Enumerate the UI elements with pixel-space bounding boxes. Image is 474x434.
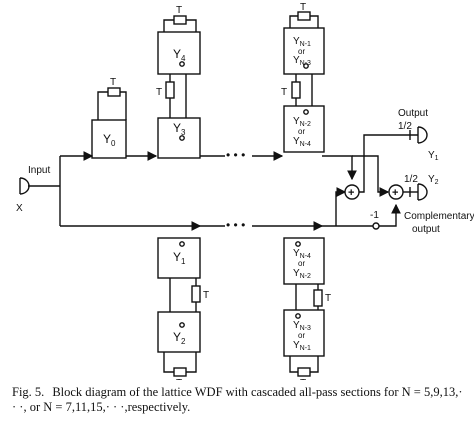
x-label: X — [16, 203, 23, 214]
y0-delay-label: T — [110, 77, 116, 88]
yn2-port — [303, 109, 309, 115]
yn3-port — [295, 313, 301, 319]
input-label: Input — [28, 165, 50, 176]
yn1-feedback — [289, 15, 319, 28]
block-y2 — [157, 311, 201, 353]
block-yn1 — [283, 27, 325, 75]
minus-one-label: -1 — [370, 210, 379, 221]
block-yn2 — [283, 105, 325, 153]
yn3-delay-label: T — [300, 378, 306, 380]
y2-output-label: Y2 — [428, 174, 439, 186]
y2-delay-label: T — [176, 378, 182, 380]
comp-output-label-1: Complementary — [404, 211, 474, 222]
output-terminal-y2 — [417, 183, 428, 201]
yn2-label-line1: YN-2 — [293, 116, 311, 128]
y3-label: Y3 — [173, 121, 186, 137]
adder1-to-output — [359, 134, 418, 193]
upper-dots: • • • — [226, 148, 245, 162]
y3-y4-delay — [165, 81, 175, 99]
y2-label: Y2 — [173, 330, 186, 346]
y2-port — [179, 322, 185, 328]
yn3-label-line2: YN-1 — [293, 340, 311, 352]
yn4-label-or: or — [298, 259, 305, 268]
yn1-label-or: or — [298, 47, 305, 56]
inverter-node — [372, 222, 380, 230]
block-y4 — [157, 31, 201, 75]
block-yn3 — [283, 309, 325, 357]
yn3-feedback — [289, 356, 319, 373]
lattice-wdf-block-diagram: • • • • • • T T T T T T T T T Y0 Y4 Y3 Y… — [16, 2, 474, 380]
yn1-delay-label: T — [300, 2, 306, 13]
block-y1 — [157, 237, 201, 279]
y4-feedback — [163, 19, 197, 32]
y2-delay — [173, 367, 187, 377]
y4-label: Y4 — [173, 47, 186, 63]
yn2-label-line2: YN-4 — [293, 136, 311, 148]
yn2-label-or: or — [298, 127, 305, 136]
figure-caption-text: Block diagram of the lattice WDF with ca… — [12, 385, 463, 414]
adder-2-plus: + — [392, 187, 398, 199]
inverter-to-adder2 — [379, 203, 401, 227]
y3-y4-delay-label: T — [156, 87, 162, 98]
yn3-label-line1: YN-3 — [293, 320, 311, 332]
yn4-label-line1: YN-4 — [293, 248, 311, 260]
y3-port — [179, 135, 185, 141]
y0-delay — [107, 87, 121, 97]
adder-1-plus: + — [348, 187, 354, 199]
yn4-label-line2: YN-2 — [293, 268, 311, 280]
upper-to-adder1 — [322, 155, 357, 181]
y4-delay — [173, 15, 187, 25]
yn1-delay — [297, 11, 311, 21]
yn1-label-line2: YN-3 — [293, 55, 311, 67]
yn3-delay — [297, 367, 311, 377]
yn1-yn2-delay — [291, 81, 301, 99]
y1-y2-delay — [191, 285, 201, 303]
y4-delay-label: T — [176, 5, 182, 16]
half-top-label: 1/2 — [398, 121, 412, 132]
y0-label: Y0 — [103, 132, 116, 148]
comp-output-label-2: output — [412, 224, 440, 235]
yn4-yn3-delay — [313, 289, 323, 307]
block-y0 — [91, 119, 127, 159]
yn4-yn3-delay-label: T — [325, 293, 331, 304]
y1-y2-delay-label: T — [203, 290, 209, 301]
lower-dots: • • • — [226, 218, 245, 232]
yn1-label-line1: YN-1 — [293, 36, 311, 48]
yn1-yn2-delay-label: T — [281, 87, 287, 98]
yn3-label-or: or — [298, 331, 305, 340]
y1-output-label: Y1 — [428, 150, 439, 162]
figure-label: Fig. 5. — [12, 385, 45, 399]
output-terminal-y1 — [417, 126, 428, 144]
yn4-port — [295, 241, 301, 247]
y1-port — [179, 241, 185, 247]
y1-label: Y1 — [173, 250, 186, 266]
input-terminal — [19, 177, 30, 195]
half-bottom-label: 1/2 — [404, 174, 418, 185]
output-label: Output — [398, 108, 428, 119]
y2-feedback — [163, 352, 197, 373]
lower-to-adder1 — [335, 187, 347, 226]
adder-1 — [344, 184, 360, 200]
adder-2 — [388, 184, 404, 200]
upper-to-adder2 — [352, 155, 390, 197]
block-y3 — [157, 117, 201, 159]
figure-caption: Fig. 5.Block diagram of the lattice WDF … — [12, 385, 467, 415]
yn1-port — [303, 63, 309, 69]
y4-port — [179, 61, 185, 67]
block-yn4 — [283, 237, 325, 285]
